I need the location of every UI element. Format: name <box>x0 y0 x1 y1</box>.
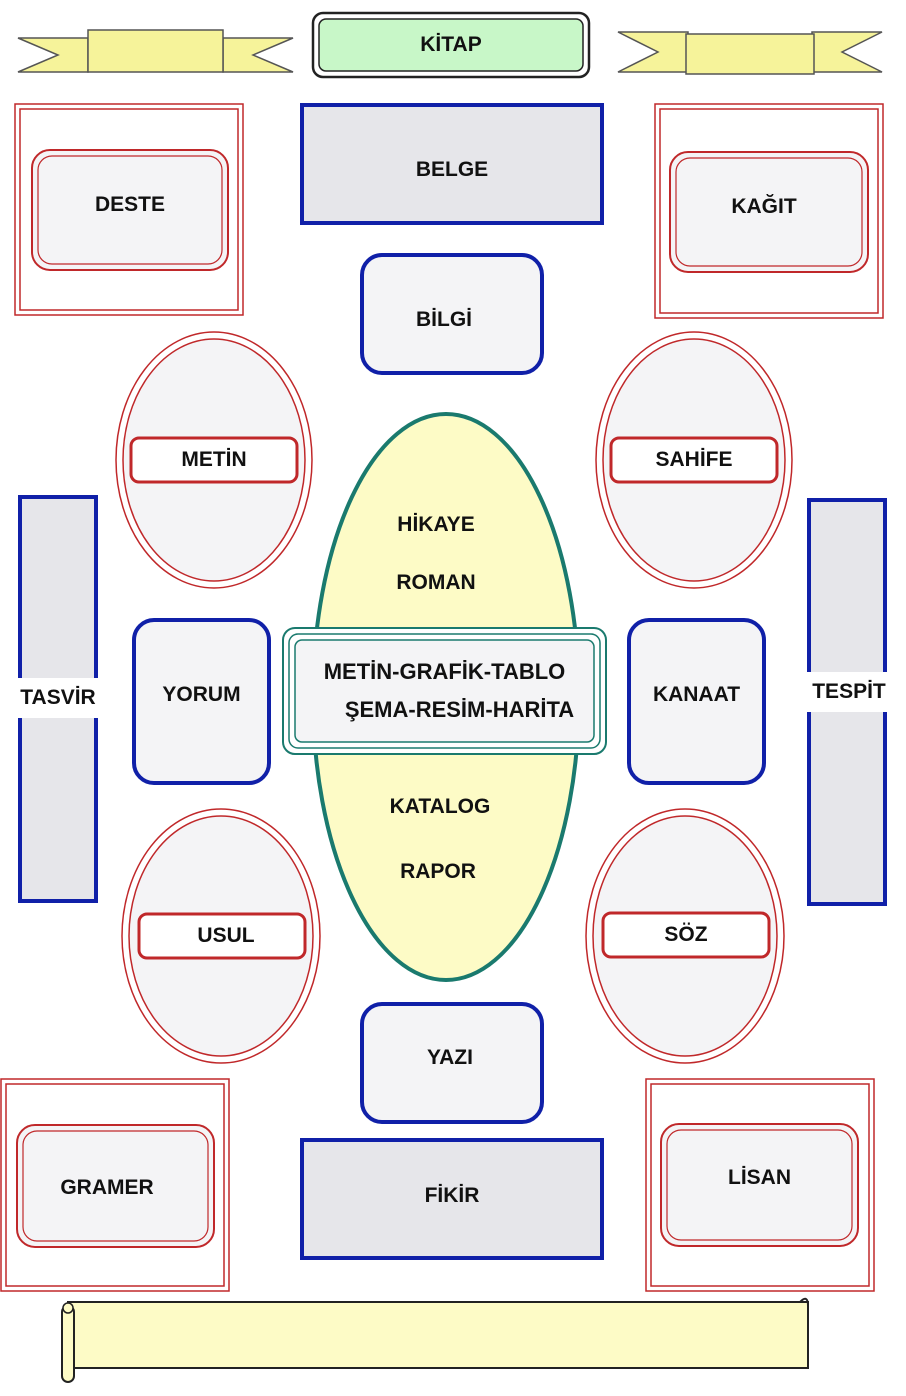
ribbon-banner-left <box>17 29 294 73</box>
sahife-ellipse <box>595 331 793 589</box>
kagit-box <box>654 103 884 319</box>
tespit-label: TESPİT <box>806 672 892 712</box>
lisan-box <box>645 1078 875 1292</box>
rapor-label: RAPOR <box>400 860 476 883</box>
ribbon-banner-right <box>617 31 883 75</box>
katalog-label: KATALOG <box>389 795 491 818</box>
title-label: KİTAP <box>420 33 482 56</box>
bilgi-box <box>360 253 544 375</box>
bottom-scroll <box>61 1297 809 1383</box>
fikir-label: FİKİR <box>424 1184 480 1207</box>
hikaye-label: HİKAYE <box>397 513 475 536</box>
usul-ellipse <box>121 808 321 1064</box>
yazi-label: YAZI <box>427 1046 473 1069</box>
tasvir-label: TASVİR <box>14 678 102 718</box>
metin-label: METİN <box>181 448 247 471</box>
center-label-line2: ŞEMA-RESİM-HARİTA <box>344 697 575 722</box>
bilgi-label: BİLGİ <box>416 308 472 331</box>
sahife-label: SAHİFE <box>655 448 733 471</box>
kanaat-box <box>627 618 766 785</box>
gramer-box <box>0 1078 230 1292</box>
usul-label: USUL <box>197 924 255 947</box>
belge-label: BELGE <box>415 158 489 181</box>
deste-label: DESTE <box>94 193 165 216</box>
kagit-label: KAĞIT <box>731 195 797 218</box>
center-box <box>282 627 607 755</box>
fikir-box <box>300 1138 604 1260</box>
lisan-label: LİSAN <box>728 1166 791 1189</box>
belge-box <box>300 103 604 225</box>
title-box <box>311 11 591 79</box>
kanaat-label: KANAAT <box>652 683 741 706</box>
center-label-line1: METİN-GRAFİK-TABLO <box>323 659 566 684</box>
soz-ellipse <box>585 808 785 1064</box>
gramer-label: GRAMER <box>60 1176 154 1199</box>
yorum-box <box>132 618 271 785</box>
yazi-box <box>360 1002 544 1124</box>
center-label: METİN-GRAFİK-TABLO ŞEMA-RESİM-HARİTA <box>295 640 594 742</box>
roman-label: ROMAN <box>396 571 476 594</box>
soz-label: SÖZ <box>664 923 708 946</box>
deste-box <box>14 103 244 316</box>
metin-ellipse <box>115 331 313 589</box>
yorum-label: YORUM <box>162 683 241 706</box>
